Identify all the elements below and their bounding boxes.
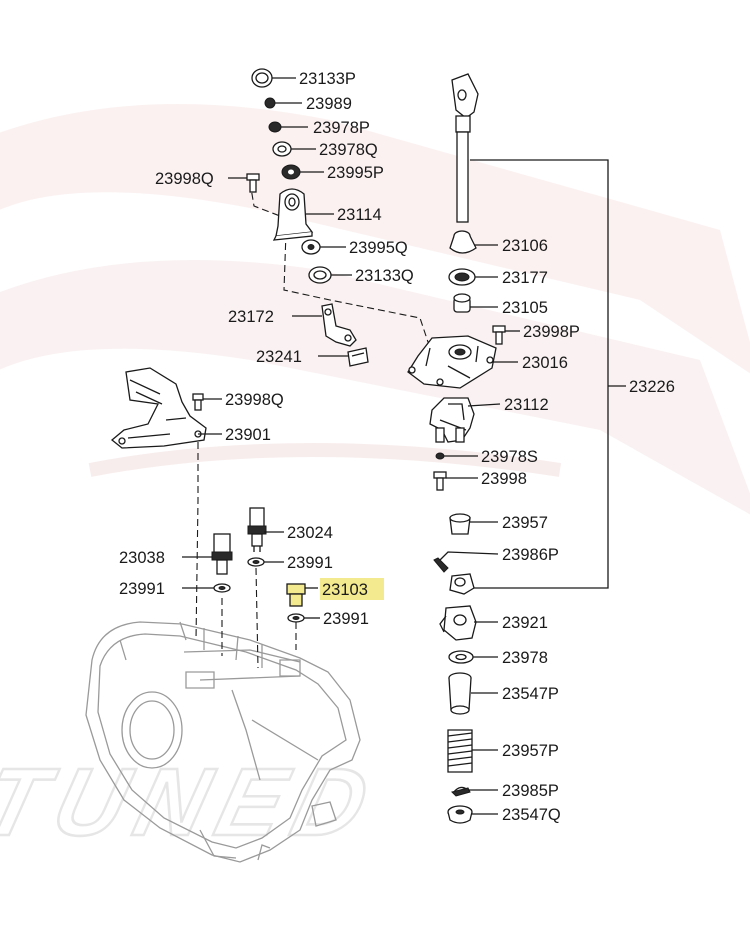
label-23957P[interactable]: 23957P: [502, 742, 559, 760]
part-23226-lever-icon: [449, 573, 475, 595]
label-23547Q[interactable]: 23547Q: [502, 806, 561, 824]
part-23114-icon: [272, 188, 314, 241]
part-23921-block-icon: [439, 605, 477, 641]
label-23991-a[interactable]: 23991: [287, 554, 333, 572]
label-23978Q[interactable]: 23978Q: [319, 141, 378, 159]
part-23172-icon: [321, 303, 357, 347]
watermark-text: ETUNED: [0, 748, 390, 855]
label-23105[interactable]: 23105: [502, 299, 548, 317]
part-23985P-clip-icon: [451, 786, 471, 797]
label-23991-b[interactable]: 23991: [119, 580, 165, 598]
label-23998P[interactable]: 23998P: [523, 323, 580, 341]
label-23024[interactable]: 23024: [287, 524, 333, 542]
part-23241-icon: [347, 347, 369, 367]
part-23133Q-icon: [308, 266, 332, 284]
rod-callout-bracket: [470, 159, 609, 589]
part-23038-sensor-icon: [211, 533, 233, 575]
part-23901-bracket-icon: [110, 367, 207, 449]
part-23177-seal-icon: [448, 268, 476, 286]
part-23133P-icon: [251, 68, 273, 88]
label-23985P[interactable]: 23985P: [502, 782, 559, 800]
label-23978P[interactable]: 23978P: [313, 119, 370, 137]
label-23103[interactable]: 23103: [322, 581, 368, 599]
part-23978S-oring-icon: [435, 452, 445, 460]
part-23978P-icon: [268, 121, 282, 133]
label-23038[interactable]: 23038: [119, 549, 165, 567]
leader-lines: [182, 77, 626, 815]
label-23998Q-b[interactable]: 23998Q: [225, 391, 284, 409]
label-23172[interactable]: 23172: [228, 308, 274, 326]
part-23957-cap-icon: [449, 513, 471, 535]
label-23133Q[interactable]: 23133Q: [355, 267, 414, 285]
label-23016[interactable]: 23016: [522, 354, 568, 372]
part-23998Q-bolt-icon: [246, 173, 260, 193]
part-23978-washer-icon: [448, 650, 474, 664]
part-23998P-bolt-icon: [492, 325, 506, 345]
assembly-lines: [195, 181, 431, 669]
label-23995P[interactable]: 23995P: [327, 164, 384, 182]
part-23978Q-icon: [272, 141, 292, 157]
label-23114[interactable]: 23114: [337, 206, 382, 224]
part-23112-bracket-icon: [429, 397, 475, 443]
label-23978S[interactable]: 23978S: [481, 448, 538, 466]
label-23995Q[interactable]: 23995Q: [349, 239, 408, 257]
label-23998[interactable]: 23998: [481, 470, 527, 488]
part-23995Q-icon: [301, 239, 321, 255]
label-23547P[interactable]: 23547P: [502, 685, 559, 703]
part-23016-housing-icon: [407, 335, 497, 389]
label-23998Q-a[interactable]: 23998Q: [155, 170, 214, 188]
label-23957[interactable]: 23957: [502, 514, 548, 532]
part-23106-boot-icon: [449, 230, 477, 254]
part-23991-washer-b-icon: [213, 583, 231, 593]
label-23112[interactable]: 23112: [504, 396, 549, 414]
part-23986P-pin-icon: [433, 557, 449, 573]
part-23995P-icon: [281, 164, 301, 180]
part-23547Q-seat-icon: [447, 805, 473, 824]
label-23991-c[interactable]: 23991: [323, 610, 369, 628]
label-23978[interactable]: 23978: [502, 649, 548, 667]
part-23024-sensor-icon: [247, 507, 267, 552]
label-23986P[interactable]: 23986P: [502, 546, 559, 564]
part-labels: 23133P 23989 23978P 23978Q 23995P 23998Q…: [119, 70, 675, 824]
label-23921[interactable]: 23921: [502, 614, 548, 632]
part-23547P-sleeve-icon: [448, 672, 472, 715]
part-23991-washer-a-icon: [247, 557, 265, 567]
highlight-23103: [320, 578, 384, 600]
part-23226-shift-rod-icon: [451, 73, 479, 223]
part-23103-plug-icon: [286, 583, 306, 607]
part-23105-bush-icon: [453, 293, 471, 313]
part-23957P-spring-icon: [447, 729, 473, 773]
label-23106[interactable]: 23106: [502, 237, 548, 255]
transmission-case-outline: [85, 621, 361, 863]
label-23989[interactable]: 23989: [306, 95, 352, 113]
part-23998-bolt-icon: [433, 471, 447, 491]
part-23998Q-bolt2-icon: [192, 393, 204, 411]
label-23901[interactable]: 23901: [225, 426, 271, 444]
label-23226[interactable]: 23226: [629, 378, 675, 396]
label-23177[interactable]: 23177: [502, 269, 548, 287]
label-23133P[interactable]: 23133P: [299, 70, 356, 88]
label-23241[interactable]: 23241: [256, 348, 302, 366]
part-23991-washer-c-icon: [287, 613, 305, 623]
part-23989-icon: [264, 97, 276, 109]
